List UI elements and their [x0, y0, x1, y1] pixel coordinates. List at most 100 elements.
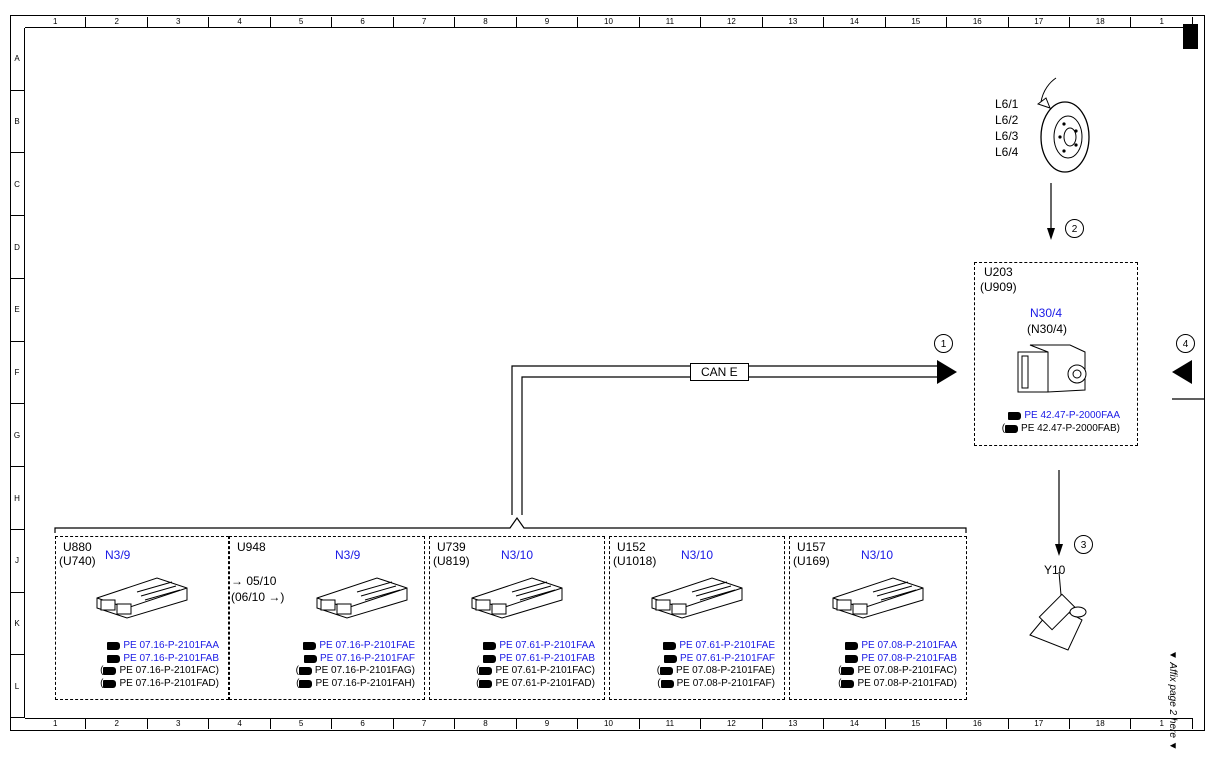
column-number: 15: [886, 17, 948, 27]
reference-text: PE 07.16-P-2101FAE: [319, 640, 415, 651]
valve-drawing: [1029, 571, 1087, 651]
manual-reference[interactable]: PE 07.08-P-2101FAB: [803, 653, 957, 666]
column-number: 14: [824, 17, 886, 27]
pointing-hand-icon: [107, 642, 121, 651]
esp-unit-drawing: [1017, 344, 1087, 393]
manual-reference[interactable]: (PE 07.08-P-2101FAF): [657, 677, 775, 689]
drawing-frame: [10, 15, 1205, 731]
ecu-code: U157: [797, 540, 826, 554]
ecu-name[interactable]: N3/9: [105, 548, 131, 562]
esp-code: U203: [984, 265, 1013, 279]
manual-reference[interactable]: (PE 07.61-P-2101FAC): [476, 665, 595, 676]
column-number: 7: [394, 17, 456, 27]
ecu-code: (U740): [59, 554, 96, 568]
row-letter: F: [10, 342, 24, 405]
row-letter: H: [10, 467, 24, 530]
reference-text: PE 07.16-P-2101FAC: [119, 665, 216, 676]
column-number: 11: [640, 17, 702, 27]
column-number: 14: [824, 719, 886, 729]
manual-reference[interactable]: PE 07.61-P-2101FAB: [443, 653, 595, 666]
esp-references: PE 42.47-P-2000FAA(PE 42.47-P-2000FAB): [1002, 410, 1120, 435]
production-date: (06/10 →): [231, 590, 285, 604]
manual-reference[interactable]: (PE 07.16-P-2101FAG): [295, 665, 415, 676]
column-number: 18: [1070, 17, 1132, 27]
manual-reference[interactable]: PE 07.61-P-2101FAA: [443, 640, 595, 653]
ecu-name[interactable]: N3/10: [861, 548, 894, 562]
manual-reference[interactable]: (PE 07.08-P-2101FAE): [656, 665, 775, 676]
manual-reference[interactable]: (PE 07.16-P-2101FAH): [296, 677, 415, 689]
ecu-drawing: [471, 577, 563, 619]
column-number: 12: [701, 719, 763, 729]
manual-reference[interactable]: PE 07.16-P-2101FAE: [243, 640, 415, 653]
manual-reference[interactable]: PE 07.61-P-2101FAF: [623, 653, 775, 666]
manual-reference[interactable]: (PE 42.47-P-2000FAB): [1001, 422, 1120, 434]
row-letter: E: [10, 279, 24, 342]
ecu-code: U152: [617, 540, 646, 554]
pointing-hand-icon: [660, 667, 674, 676]
column-number: 8: [455, 719, 517, 729]
pointing-hand-icon: [303, 642, 317, 651]
ecu-drawing: [832, 577, 924, 619]
pointing-hand-icon: [663, 642, 677, 651]
pointing-hand-icon: [660, 679, 674, 688]
manual-reference[interactable]: PE 42.47-P-2000FAA: [1002, 410, 1120, 423]
pointing-hand-icon: [1005, 424, 1019, 433]
column-number: 2: [86, 719, 148, 729]
ecu-code: U880: [63, 540, 92, 554]
ecu-code: U739: [437, 540, 466, 554]
reference-text: PE 07.61-P-2101FAC: [495, 665, 592, 676]
marker-1: 1: [934, 334, 953, 353]
ecu-drawing: [96, 577, 188, 619]
row-letter: L: [10, 655, 24, 719]
reference-text: PE 07.16-P-2101FAH: [315, 677, 412, 689]
reference-text: PE 07.08-P-2101FAB: [861, 652, 957, 664]
sensor-label: L6/2: [995, 113, 1019, 127]
ecu-group-bracket: [54, 516, 967, 533]
sensor-label: L6/3: [995, 129, 1019, 143]
reference-text: PE 07.16-P-2101FAD: [119, 677, 216, 689]
manual-reference[interactable]: PE 07.16-P-2101FAF: [243, 653, 415, 666]
reference-text: PE 07.61-P-2101FAE: [679, 640, 775, 651]
pointing-hand-icon: [483, 654, 497, 663]
pointing-hand-icon: [107, 654, 121, 663]
manual-reference[interactable]: PE 07.16-P-2101FAB: [69, 653, 219, 666]
pointing-hand-icon: [663, 654, 677, 663]
column-number: 3: [148, 17, 210, 27]
manual-reference[interactable]: (PE 07.16-P-2101FAC): [100, 665, 219, 676]
sensor-label: L6/1: [995, 97, 1019, 111]
ecu-name[interactable]: N3/9: [335, 548, 361, 562]
ecu-drawing: [316, 577, 408, 619]
ecu-box: [789, 536, 967, 700]
column-number: 6: [332, 719, 394, 729]
row-letter: K: [10, 593, 24, 656]
esp-name[interactable]: N30/4: [1030, 306, 1063, 320]
column-number: 7: [394, 719, 456, 729]
column-number: 16: [947, 17, 1009, 27]
manual-reference[interactable]: (PE 07.08-P-2101FAC): [838, 665, 957, 676]
manual-reference[interactable]: PE 07.61-P-2101FAE: [623, 640, 775, 653]
column-number: 9: [517, 17, 579, 27]
marker-3: 3: [1074, 535, 1093, 554]
column-number: 3: [148, 719, 210, 729]
ecu-name[interactable]: N3/10: [501, 548, 534, 562]
column-number: 1: [1131, 719, 1193, 729]
manual-reference[interactable]: PE 07.08-P-2101FAA: [803, 640, 957, 653]
column-number: 10: [578, 17, 640, 27]
pointing-hand-icon: [483, 642, 497, 651]
reference-text: PE 07.08-P-2101FAF: [676, 677, 772, 689]
manual-reference[interactable]: (PE 07.16-P-2101FAD): [100, 677, 219, 689]
row-letter: C: [10, 153, 24, 217]
ecu-name[interactable]: N3/10: [681, 548, 714, 562]
ecu-box: [55, 536, 229, 700]
manual-reference[interactable]: (PE 07.61-P-2101FAD): [476, 677, 595, 689]
manual-reference[interactable]: PE 07.16-P-2101FAA: [69, 640, 219, 653]
column-number: 18: [1070, 719, 1132, 729]
manual-reference[interactable]: (PE 07.08-P-2101FAD): [838, 677, 957, 689]
pointing-hand-icon: [103, 679, 117, 688]
